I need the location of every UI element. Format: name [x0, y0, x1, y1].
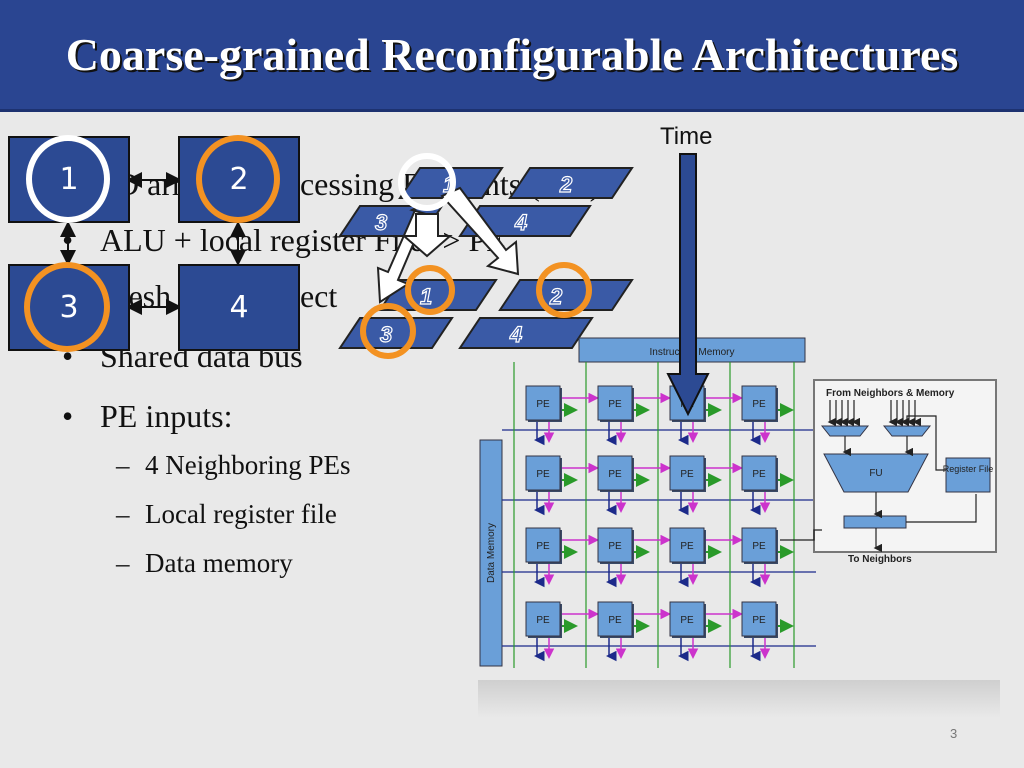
data-memory-label: Data Memory	[486, 523, 497, 583]
detail-header: From Neighbors & Memory	[826, 388, 955, 399]
pe-label: PE	[608, 541, 622, 552]
mux-right	[882, 425, 932, 437]
pe-grid: PEPEPEPEPEPEPEPEPEPEPEPEPEPEPEPE	[525, 385, 794, 662]
tile-label: 3	[380, 322, 392, 347]
tile-label: 2	[549, 284, 563, 309]
sub-bullet-item: Local register file	[145, 499, 337, 529]
pe-cell: PE	[597, 455, 671, 516]
highlight-ring-orange	[536, 262, 592, 318]
pe-cell: PE	[741, 455, 794, 516]
title-bar	[0, 0, 1024, 112]
time-arrow	[666, 153, 710, 417]
pe-label: PE	[536, 615, 550, 626]
slide-title: Coarse-grained Reconfigurable Architectu…	[65, 29, 959, 80]
white-arrow-down-right	[440, 186, 520, 276]
data-memory	[479, 439, 503, 667]
pe-cell: PE	[525, 455, 599, 516]
bullet-symbol: –	[116, 548, 130, 578]
pe-label: PE	[536, 399, 550, 410]
pe-label: PE	[536, 541, 550, 552]
tiles-svg: 1 2 3 4 1 2 3 4	[338, 153, 634, 359]
tile-label: 4	[514, 210, 527, 235]
mesh-diagram: 1 2 3 4	[0, 0, 320, 360]
page-number: 3	[950, 726, 958, 741]
pe-label: PE	[752, 541, 766, 552]
highlight-ring-orange	[405, 265, 455, 315]
pe-label: PE	[752, 399, 766, 410]
bullet-symbol: •	[62, 338, 74, 374]
mesh-box-4: 4	[178, 264, 300, 351]
bullet-symbol: •	[62, 398, 74, 434]
sub-bullet-item: 4 Neighboring PEs	[145, 450, 351, 480]
pe-cell: PE	[741, 527, 794, 588]
tile-top-4	[458, 205, 592, 237]
pe-cell: PE	[741, 385, 794, 446]
pe-cell: PE	[669, 527, 743, 588]
pe-label: PE	[680, 541, 694, 552]
tile-label: 2	[559, 172, 573, 197]
pe-label: PE	[752, 615, 766, 626]
mux-left	[820, 425, 870, 437]
pe-cell: PE	[741, 601, 794, 662]
functional-unit	[823, 453, 929, 493]
pe-cell: PE	[525, 527, 599, 588]
time-label: Time	[660, 123, 713, 150]
tile-label: 4	[509, 322, 522, 347]
highlight-ring-orange	[360, 303, 416, 359]
highlight-ring-orange	[196, 135, 280, 223]
tile-bottom-4	[458, 317, 594, 349]
fu-label: FU	[869, 468, 882, 479]
to-neighbors-label: To Neighbors	[848, 554, 912, 565]
output-register	[843, 515, 907, 529]
sub-bullet-item: Data memory	[145, 548, 293, 578]
mesh-arrows	[60, 172, 246, 315]
reflection	[478, 680, 1000, 718]
pe-label: PE	[608, 615, 622, 626]
highlight-ring-orange	[24, 262, 110, 352]
bullet-symbol: –	[116, 450, 130, 480]
pe-label: PE	[680, 469, 694, 480]
pe-cell: PE	[597, 601, 671, 662]
highlight-ring-white	[398, 153, 456, 211]
pe-cell: PE	[669, 455, 743, 516]
pe-cell: PE	[597, 527, 671, 588]
tile-bottom-2	[498, 279, 634, 311]
tile-label: 3	[375, 210, 387, 235]
pe-cell: PE	[597, 385, 671, 446]
pe-label: PE	[680, 615, 694, 626]
interconnect-lines	[502, 362, 816, 668]
pe-label: PE	[608, 469, 622, 480]
time-tiles: 1 2 3 4 1 2 3 4	[320, 140, 650, 360]
tile-label: 1	[420, 284, 432, 309]
pe-cell: PE	[669, 601, 743, 662]
pe-cell: PE	[525, 601, 599, 662]
register-file-block	[945, 457, 991, 493]
pe-label: PE	[608, 399, 622, 410]
highlight-ring-white	[26, 135, 110, 223]
tile-bottom-3	[338, 317, 454, 349]
pe-label: PE	[752, 469, 766, 480]
white-arrow-down	[401, 213, 453, 258]
register-file-label: Register File	[943, 464, 994, 474]
pe-label: PE	[536, 469, 550, 480]
tile-top-2	[508, 167, 634, 199]
bullet-symbol: –	[116, 499, 130, 529]
pe-cell: PE	[525, 385, 599, 446]
bullet-item: PE inputs:	[100, 398, 233, 434]
